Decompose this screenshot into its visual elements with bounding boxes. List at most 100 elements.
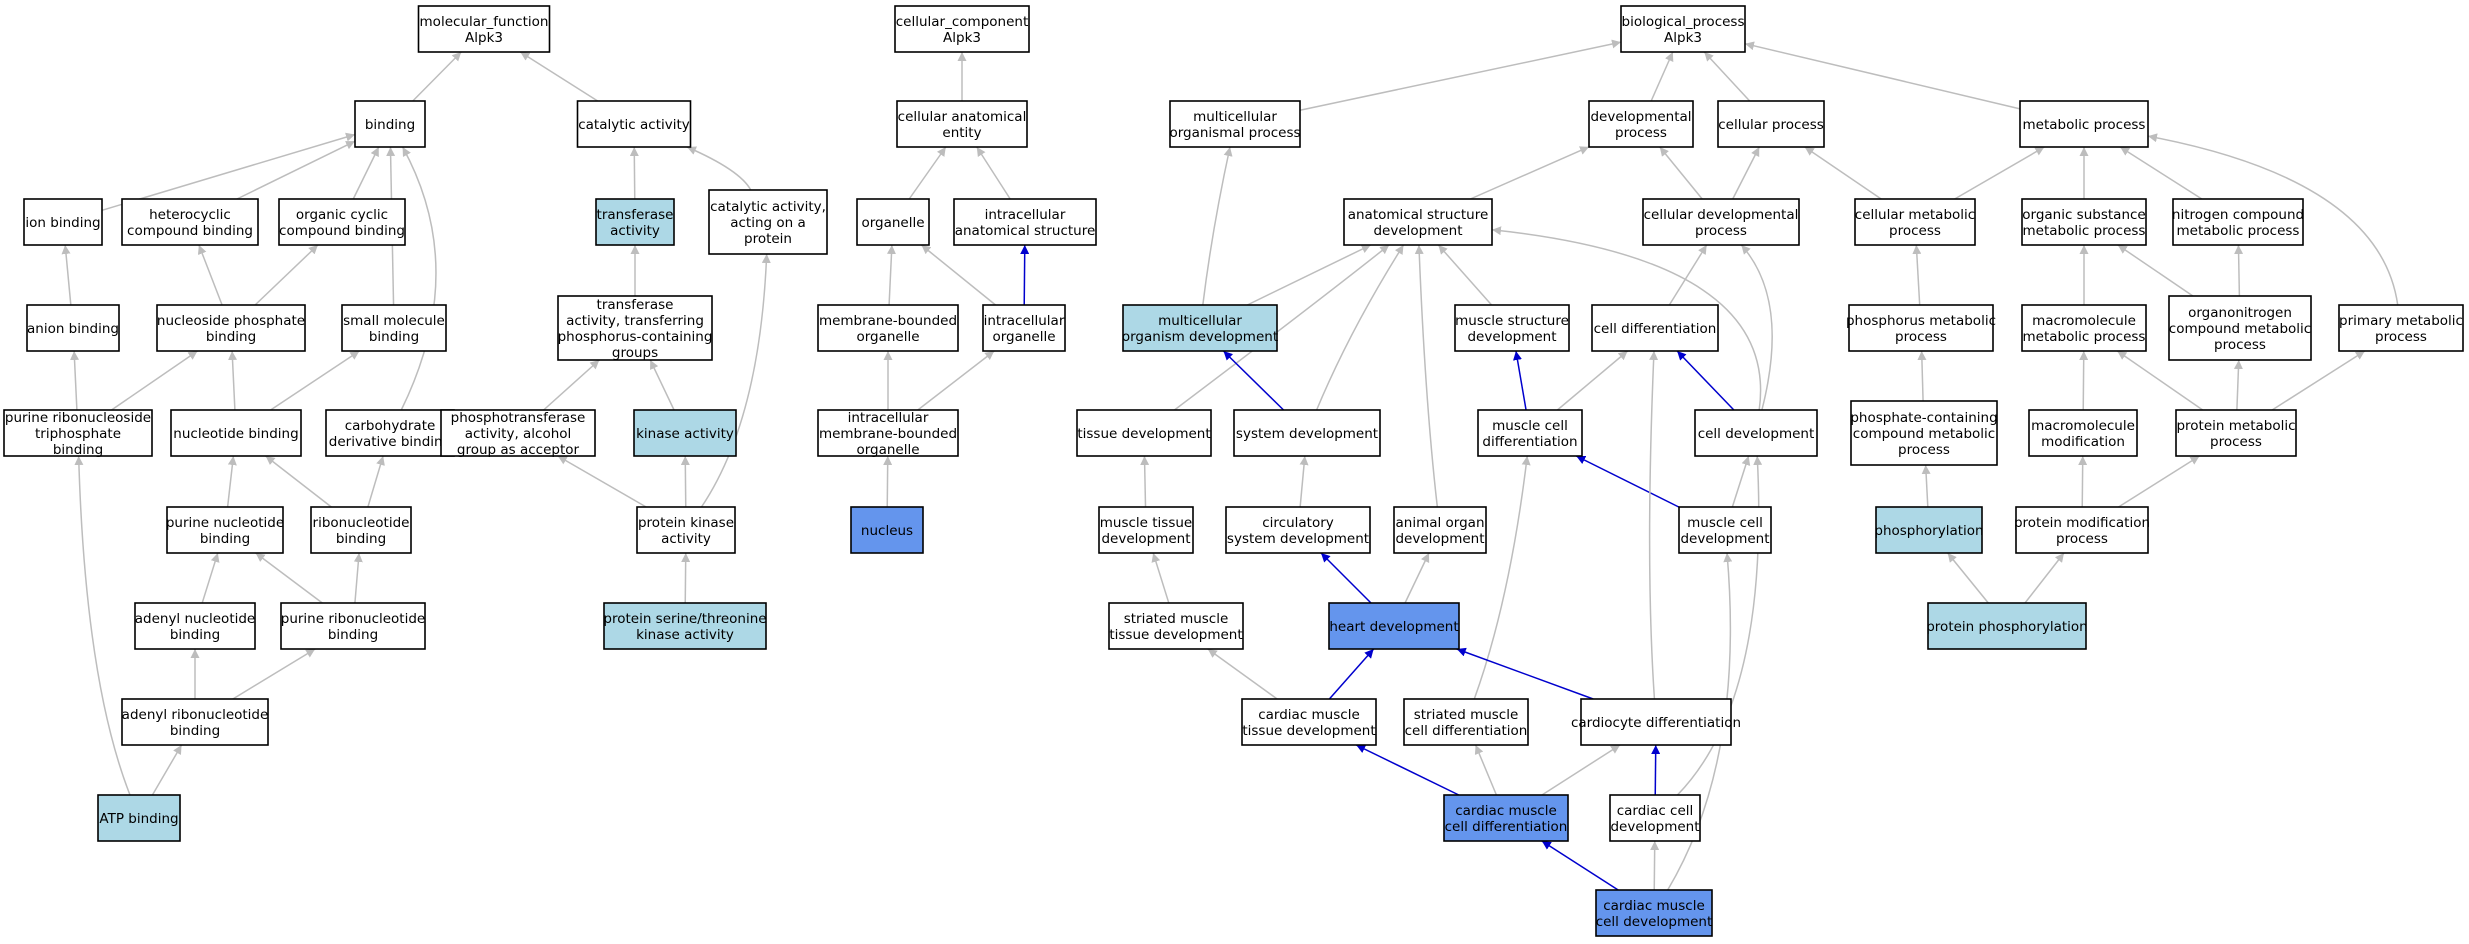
node-label: catalytic activity, (710, 199, 826, 215)
node-box (1343, 198, 1493, 246)
edge-catalytic-to-mf (519, 51, 599, 102)
node-celldev[interactable]: cell development (1694, 409, 1818, 457)
node-label: organic substance (2022, 207, 2145, 223)
node-box (1393, 506, 1487, 554)
node-label: intracellular (985, 207, 1066, 223)
node-box (2015, 506, 2149, 554)
node-binding[interactable]: binding (354, 100, 426, 148)
node-kinase[interactable]: kinase activity (633, 409, 737, 457)
node-nucleotide[interactable]: nucleotide binding (170, 409, 302, 457)
node-label: cell development (1596, 914, 1713, 930)
node-box (1328, 602, 1460, 650)
node-phosph[interactable]: phosphorylation (1874, 506, 1984, 554)
node-cardiodiff[interactable]: cardiocyte differentiation (1571, 698, 1741, 746)
node-heart[interactable]: heart development (1328, 602, 1460, 650)
node-anion[interactable]: anion binding (26, 304, 120, 352)
node-box (982, 304, 1066, 352)
node-label: purine ribonucleotide (281, 611, 425, 627)
node-box (817, 409, 959, 457)
node-protphos[interactable]: protein phosphorylation (1926, 602, 2088, 650)
node-atp[interactable]: ATP binding (97, 794, 181, 842)
node-ionbind[interactable]: ion binding (23, 198, 103, 246)
node-catalytic[interactable]: catalytic activity (576, 100, 692, 148)
node-metab[interactable]: metabolic process (2019, 100, 2149, 148)
node-cellproc[interactable]: cellular process (1717, 100, 1825, 148)
edge-io-to-organelle (920, 244, 997, 306)
node-label: differentiation (1482, 434, 1577, 450)
node-label: cellular anatomical (898, 109, 1027, 125)
node-organelle[interactable]: organelle (856, 198, 930, 246)
edge-cmp-to-metab (1954, 146, 2045, 200)
node-label: molecular_function (420, 14, 549, 30)
node-celldiff[interactable]: cell differentiation (1591, 304, 1719, 352)
node-box (576, 100, 692, 148)
node-label: process (1615, 125, 1667, 141)
node-label: intracellular (848, 410, 929, 426)
edge-metab-to-bp (1744, 41, 2021, 110)
node-tissuedev[interactable]: tissue development (1076, 409, 1212, 457)
edge-ionbind-to-binding (101, 132, 356, 212)
edge-mcdiff-to-msd (1513, 350, 1527, 411)
node-label: activity (610, 223, 660, 239)
edge-mod-to-asd (1246, 244, 1372, 306)
edge-protkin-to-catprot (700, 253, 771, 508)
node-nucleus[interactable]: nucleus (850, 506, 924, 554)
node-sysdev[interactable]: system development (1233, 409, 1381, 457)
node-box (2175, 409, 2297, 457)
edge-phosph-to-pccmp (1921, 464, 1931, 508)
